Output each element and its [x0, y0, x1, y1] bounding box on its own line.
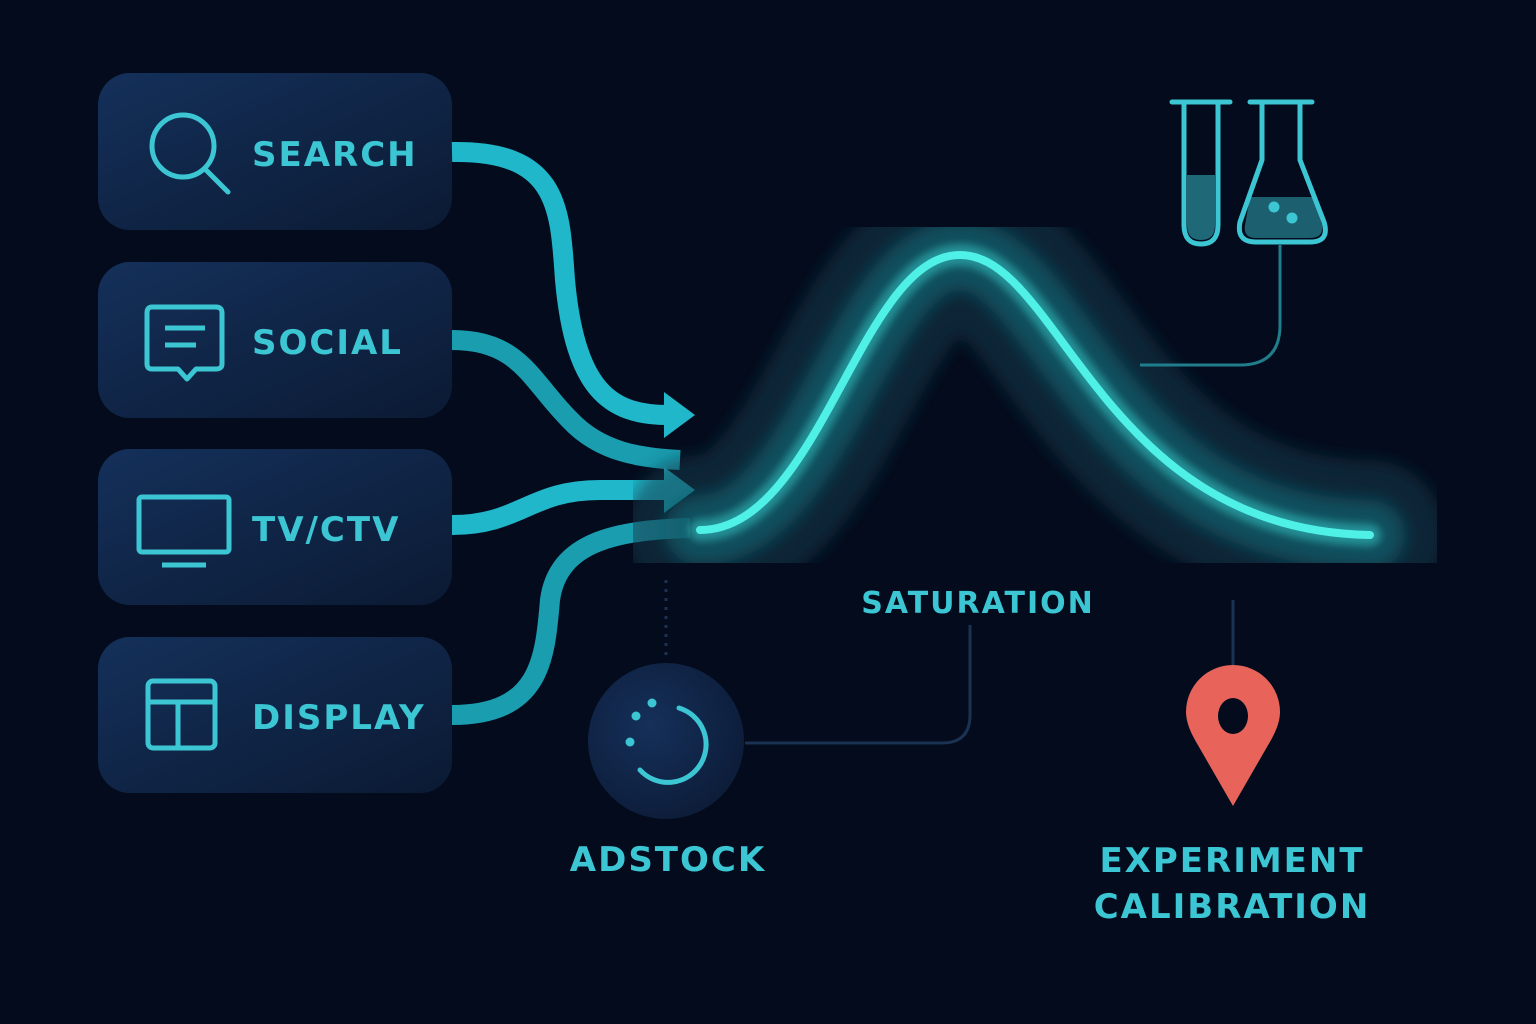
channel-label-tv: TV/CTV: [252, 510, 400, 550]
lab-glassware-icon: [1169, 99, 1328, 247]
channel-card-search: SEARCH: [98, 73, 452, 230]
arrow-social: [451, 330, 681, 470]
layout-icon: [145, 678, 218, 751]
arrow-search: [451, 141, 669, 425]
channel-label-display: DISPLAY: [252, 698, 426, 738]
saturation-curve: [625, 179, 1445, 610]
connector-saturation: [745, 625, 972, 745]
tv-icon: [136, 494, 232, 568]
channel-card-tv: TV/CTV: [98, 449, 452, 605]
channel-label-social: SOCIAL: [252, 323, 403, 363]
location-pin-icon: [1186, 665, 1280, 806]
channel-card-display: DISPLAY: [98, 637, 452, 793]
channel-card-social: SOCIAL: [98, 262, 452, 418]
experiment-label-line1: EXPERIMENT: [1099, 841, 1364, 881]
adstock-label: ADSTOCK: [570, 840, 766, 880]
adstock-decay-icon: [625, 698, 709, 785]
search-icon: [149, 112, 231, 195]
connector-lab: [1140, 245, 1282, 367]
chat-bubble-icon: [144, 304, 225, 382]
flow-arrows: [451, 141, 691, 725]
adstock-node: [588, 663, 744, 819]
channel-label-search: SEARCH: [252, 135, 418, 175]
arrow-tv: [451, 480, 668, 535]
experiment-label-line2: CALIBRATION: [1094, 887, 1371, 927]
saturation-label: SATURATION: [861, 586, 1095, 621]
